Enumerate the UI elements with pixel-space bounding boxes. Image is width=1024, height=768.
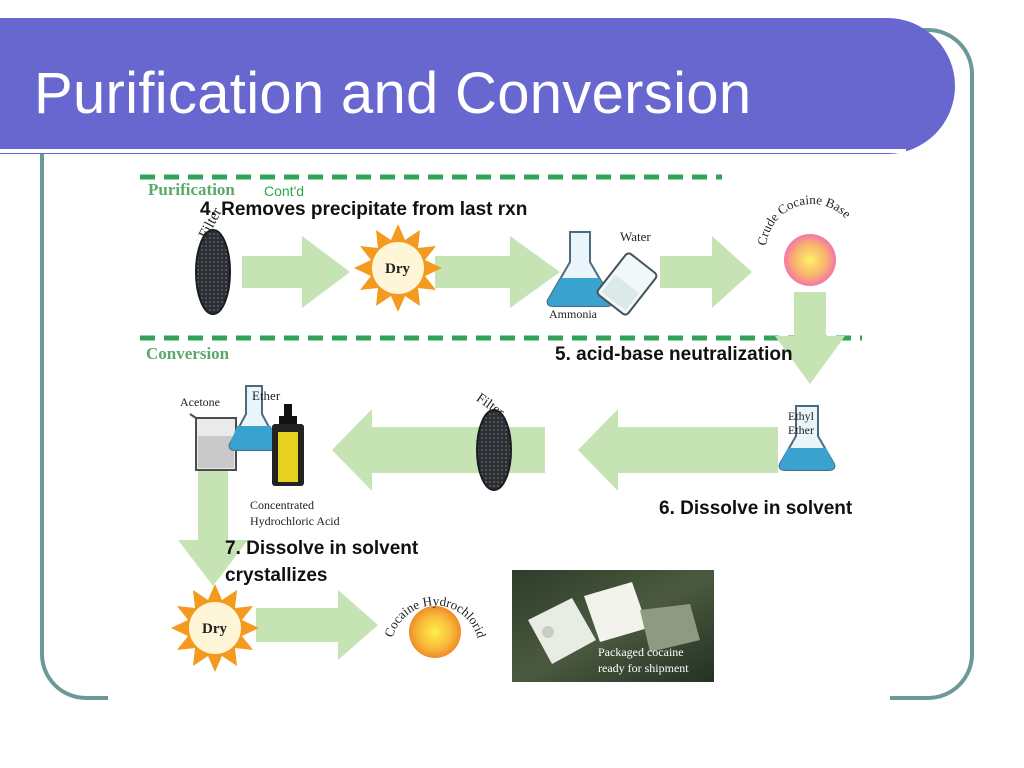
slide-title: Purification and Conversion [34, 61, 752, 126]
contd-label: Cont'd [264, 183, 305, 199]
dry-label-bottom: Dry [202, 621, 227, 637]
ammonia-label: Ammonia [549, 307, 598, 321]
purification-label: Purification [148, 180, 235, 199]
arrow-filter-to-dry [242, 236, 350, 308]
arrow-base-down [775, 292, 845, 384]
title-underline [0, 149, 906, 153]
acetone-beaker-icon [189, 413, 237, 471]
title-bar: Purification and Conversion [0, 18, 955, 154]
hcl-label-line2: Hydrochloric Acid [250, 514, 340, 528]
step-7-line2: crystallizes [225, 565, 328, 586]
dry-starburst-icon [354, 224, 442, 312]
crude-base-orb-icon [784, 234, 836, 286]
arrow-dry-to-ammonia [435, 236, 560, 308]
ethyl-ether-flask-icon [778, 405, 836, 471]
hcl-label-line1: Concentrated [250, 498, 314, 512]
water-label: Water [620, 229, 651, 244]
cocaine-hcl-orb-icon [409, 606, 461, 658]
filter-icon [195, 229, 231, 315]
step-7-line1: 7. Dissolve in solvent [225, 538, 419, 559]
ethyl-label-line1: Ethyl [788, 409, 815, 423]
filter-icon-middle [476, 409, 512, 491]
packaged-photo [512, 570, 714, 682]
step-5-caption: 5. acid-base neutralization [555, 344, 793, 365]
dry-starburst-icon-bottom [171, 584, 259, 672]
photo-caption-line2: ready for shipment [598, 661, 689, 675]
photo-caption-line1: Packaged cocaine [598, 645, 684, 659]
ether-label: Ether [252, 388, 281, 403]
hcl-dropper-bottle-icon [272, 404, 304, 486]
step-6-caption: 6. Dissolve in solvent [659, 498, 853, 519]
ethyl-label-line2: Ether [788, 423, 814, 437]
water-bottle-icon [596, 252, 658, 316]
dry-label-top: Dry [385, 261, 410, 277]
arrow-ammonia-to-base [660, 236, 752, 308]
arrow-ether-to-filter [578, 409, 778, 491]
arrow-dry-to-hcl [256, 590, 378, 660]
step-4-caption: 4. Removes precipitate from last rxn [200, 199, 528, 220]
conversion-label: Conversion [146, 344, 230, 363]
step-7-caption: 7. Dissolve in solvent crystallizes [225, 535, 418, 589]
acetone-label: Acetone [180, 395, 220, 409]
arrow-acetone-down [178, 468, 248, 586]
